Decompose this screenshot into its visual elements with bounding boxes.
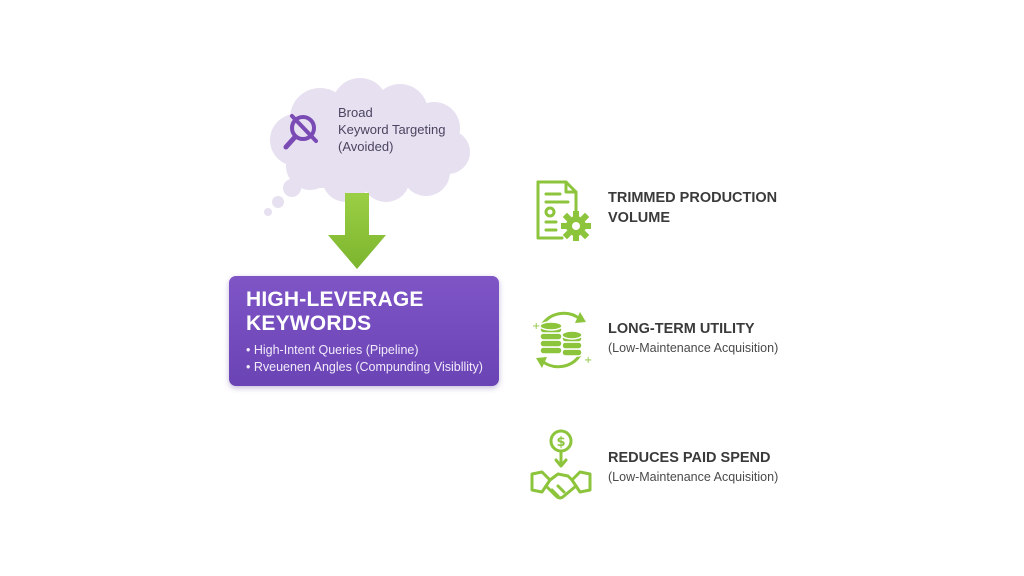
svg-text:+: + (584, 355, 592, 366)
down-arrow-icon (328, 193, 386, 269)
benefit-title-line-2: VOLUME (608, 210, 671, 226)
main-box-bullets: • High-Intent Queries (Pipeline) • Rveue… (246, 342, 485, 376)
main-title-line-1: HIGH-LEVERAGE (246, 288, 424, 311)
thought-cloud (264, 78, 470, 216)
benefit-text: REDUCES PAID SPEND (Low-Maintenance Acqu… (608, 448, 778, 486)
benefit-text: LONG-TERM UTILITY (Low-Maintenance Acqui… (608, 319, 778, 357)
bullet-item: • High-Intent Queries (Pipeline) (246, 343, 419, 357)
cloud-line-2: Keyword Targeting (338, 122, 446, 137)
benefit-title: REDUCES PAID SPEND (608, 450, 771, 466)
cloud-line-3: (Avoided) (338, 139, 394, 154)
handshake-dollar-icon: $ (530, 429, 592, 500)
svg-text:$: $ (556, 435, 565, 450)
document-gear-icon (536, 180, 591, 241)
benefit-text: TRIMMED PRODUCTION VOLUME (608, 188, 777, 228)
benefit-subtitle: (Low-Maintenance Acquisition) (608, 470, 779, 484)
high-leverage-keywords-box: HIGH-LEVERAGE KEYWORDS • High-Intent Que… (229, 276, 499, 386)
cloud-label: Broad Keyword Targeting (Avoided) (338, 104, 468, 155)
bullet-item: • Rveuenen Angles (Compunding Visibllity… (246, 360, 483, 374)
benefit-title-line-1: TRIMMED PRODUCTION (608, 190, 778, 206)
benefit-title: LONG-TERM UTILITY (608, 321, 755, 337)
main-box-title: HIGH-LEVERAGE KEYWORDS (246, 288, 485, 336)
benefit-subtitle: (Low-Maintenance Acquisition) (608, 341, 779, 355)
svg-text:+: + (532, 321, 540, 332)
crossed-out-magnifier-icon (283, 114, 318, 150)
cloud-line-1: Broad (338, 105, 373, 120)
coin-stack-cycle-icon: + + (532, 311, 592, 369)
main-title-line-2: KEYWORDS (246, 312, 372, 335)
